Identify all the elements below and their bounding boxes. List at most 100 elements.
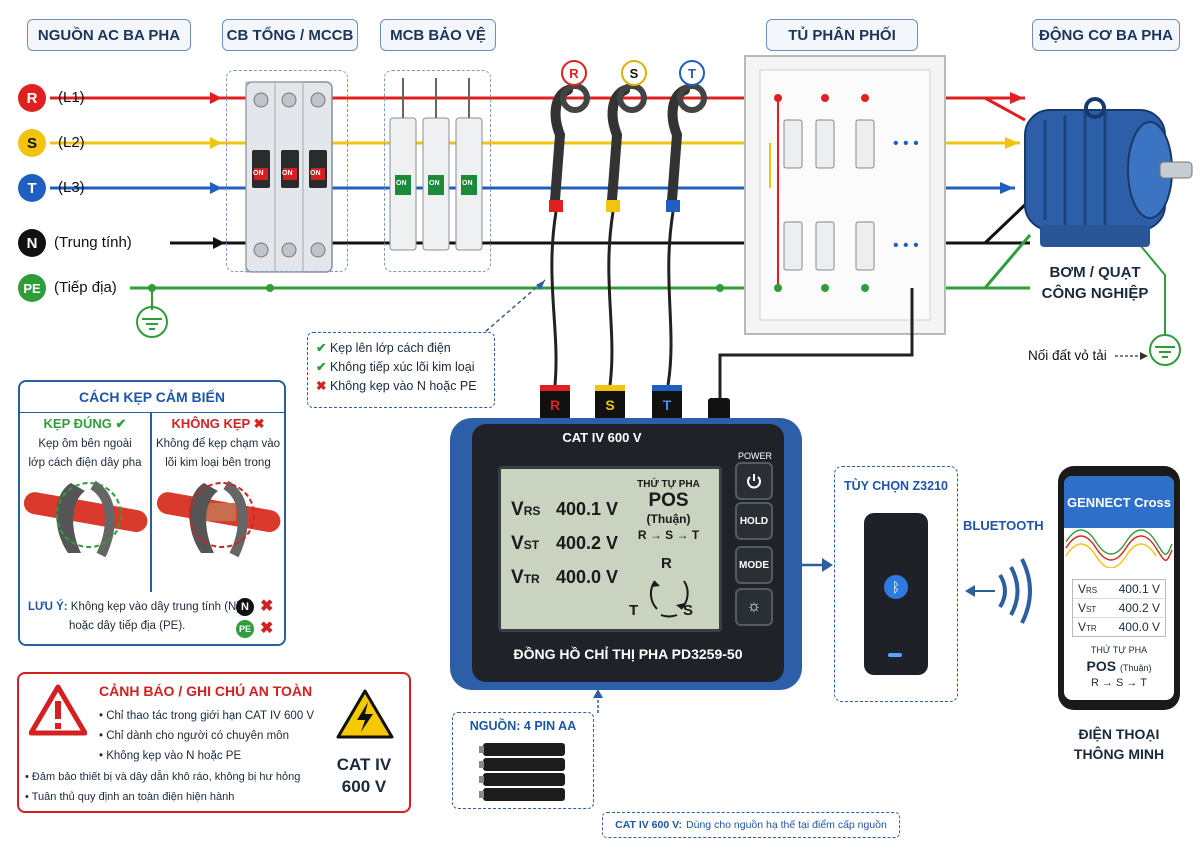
n-badge: N <box>236 598 254 616</box>
cat-rating: CAT IV 600 V <box>336 755 392 796</box>
clamp-method-note: LƯU Ý: Không kẹp vào dây trung tính (N) … <box>28 601 241 632</box>
waveform-chart <box>1065 529 1173 569</box>
clamp-note-item: ✔ Không tiếp xúc lõi kim loại <box>316 360 475 374</box>
correct-clamp-illustration <box>23 480 147 558</box>
mode-button[interactable]: MODE <box>735 546 773 584</box>
mcb-on-label: ON <box>429 180 440 187</box>
meter-name: ĐỒNG HỒ CHỈ THỊ PHA PD3259-50 <box>513 646 743 662</box>
clamp-note-item: ✔ Kẹp lên lớp cách điện <box>316 341 451 355</box>
distribution-panel: • • • • • • <box>148 55 946 335</box>
plug-s: S <box>595 385 625 421</box>
backlight-button[interactable]: ☼ <box>735 588 773 626</box>
header-mccb: CB TỔNG / MCCB <box>222 19 358 51</box>
phase-r-label: (L1) <box>58 89 85 106</box>
lcd-value-tr: 400.0 V <box>556 567 619 587</box>
clamp-r-badge: R <box>561 60 587 86</box>
mccb-on-label: ON <box>282 170 293 177</box>
lcd-value-rs: 400.1 V <box>556 499 619 519</box>
correct-section: KẸP ĐÚNG ✔ Kẹp ôm bên ngoài lớp cách điệ… <box>20 416 150 568</box>
phase-r-badge: R <box>18 84 46 112</box>
phase-t-label: (L3) <box>58 179 85 196</box>
power-button-label: POWER <box>737 451 772 461</box>
rotation-s: S <box>683 602 694 619</box>
cross-icon: ✖ <box>260 598 274 615</box>
header-motor: ĐỘNG CƠ BA PHA <box>1032 19 1180 51</box>
clamp-probes <box>549 83 707 386</box>
lcd-screen: VRS 400.1 V VST 400.2 V VTR 400.0 V THỨ … <box>498 466 722 632</box>
option-module-box: TÙY CHỌN Z3210 ᛒ <box>834 466 958 702</box>
hold-button[interactable]: HOLD <box>735 502 773 540</box>
svg-text:• • •: • • • <box>893 237 919 254</box>
rotation-r: R <box>661 555 672 572</box>
plug-r: R <box>540 385 570 421</box>
wrong-section: KHÔNG KẸP ✖ Không để kẹp chạm vào lõi ki… <box>152 416 284 568</box>
lcd-value-st: 400.2 V <box>556 533 619 553</box>
phase-n-badge: N <box>18 229 46 257</box>
smartphone: GENNECT Cross VRS 400.1 V VST 400.2 V VT… <box>1058 466 1180 710</box>
phone-readings: VRS 400.1 V VST 400.2 V VTR 400.0 V <box>1072 579 1166 637</box>
header-distribution-panel: TỦ PHÂN PHỐI <box>766 19 918 51</box>
rotation-icon <box>649 580 689 618</box>
phase-s-badge: S <box>18 129 46 157</box>
check-icon: ✔ <box>115 416 127 431</box>
cat-footnote: CAT IV 600 V: Dùng cho nguồn hạ thế tại … <box>602 812 900 838</box>
mcb-on-label: ON <box>462 180 473 187</box>
lcd-reading-rs: VRS <box>511 499 541 520</box>
mccb-on-label: ON <box>253 170 264 177</box>
ground-note: Nối đất vỏ tải <box>1028 348 1107 363</box>
safety-warning-panel: CẢNH BÁO / GHI CHÚ AN TOÀN • Chỉ thao tá… <box>17 672 411 813</box>
bluetooth-label: BLUETOOTH <box>963 518 1044 533</box>
app-header: GENNECT Cross <box>1064 476 1174 528</box>
clamp-notes-box: ✔ Kẹp lên lớp cách điện ✔ Không tiếp xúc… <box>307 332 495 408</box>
mcb-frame <box>384 70 491 272</box>
mccb-on-label: ON <box>310 170 321 177</box>
phase-pe-label: (Tiếp địa) <box>54 279 117 296</box>
power-button[interactable] <box>735 462 773 500</box>
phone-screen: GENNECT Cross VRS 400.1 V VST 400.2 V VT… <box>1064 476 1174 700</box>
clamp-t-badge: T <box>679 60 705 86</box>
header-ac-source: NGUỒN AC BA PHA <box>27 19 191 51</box>
pe-badge: PE <box>236 620 254 638</box>
clamp-note-item: ✖ Không kẹp vào N hoặc PE <box>316 379 477 393</box>
mccb-breaker <box>245 81 333 273</box>
phone-label: ĐIỆN THOẠI THÔNG MINH <box>1073 726 1165 762</box>
motor-icon <box>1024 97 1193 247</box>
power-icon <box>747 474 761 489</box>
rotation-t: T <box>629 602 639 619</box>
wrong-clamp-illustration <box>156 480 280 558</box>
lcd-phase-sequence: THỨ TỰ PHA POS (Thuận) R → S → T <box>637 479 700 542</box>
warning-title: CẢNH BÁO / GHI CHÚ AN TOÀN <box>99 683 313 699</box>
phone-phase-sequence: THỨ TỰ PHA POS (Thuận) R → S → T <box>1086 645 1152 689</box>
bluetooth-module: ᛒ <box>864 513 928 675</box>
phase-n-label: (Trung tính) <box>54 234 132 251</box>
clamp-s-badge: S <box>621 60 647 86</box>
battery-box: NGUỒN: 4 PIN AA <box>452 712 594 809</box>
mcb-on-label: ON <box>396 180 407 187</box>
battery-icon <box>479 743 565 801</box>
warning-list: • Chỉ thao tác trong giới hạn CAT IV 600… <box>99 710 315 762</box>
warning-list-wide: • Đảm bảo thiết bị và dây dẫn khô ráo, k… <box>25 771 301 803</box>
warning-triangle-icon <box>29 684 87 736</box>
svg-text:• • •: • • • <box>893 135 919 152</box>
phase-t-badge: T <box>18 174 46 202</box>
cross-icon: ✖ <box>253 416 265 431</box>
cross-icon: ✖ <box>260 620 274 637</box>
phase-meter-device: CAT IV 600 V VRS 400.1 V VST 400.2 V VTR… <box>450 418 802 690</box>
clamp-method-panel: CÁCH KẸP CẢM BIẾN KẸP ĐÚNG ✔ Kẹp ôm bên … <box>18 380 286 646</box>
battery-label: NGUỒN: 4 PIN AA <box>469 719 577 733</box>
bluetooth-icon: ᛒ <box>884 575 908 599</box>
option-label: TÙY CHỌN Z3210 <box>844 479 948 493</box>
clamp-method-title: CÁCH KẸP CẢM BIẾN <box>20 382 284 413</box>
phase-s-label: (L2) <box>58 134 85 151</box>
ground-plug <box>708 398 730 423</box>
mcb-breakers <box>389 78 483 251</box>
lcd-reading-st: VST <box>511 533 540 554</box>
mccb-frame <box>226 70 348 272</box>
high-voltage-icon <box>336 689 394 739</box>
meter-cat-label: CAT IV 600 V <box>562 430 642 445</box>
phase-pe-badge: PE <box>18 274 46 302</box>
header-mcb: MCB BẢO VỆ <box>380 19 496 51</box>
lcd-reading-tr: VTR <box>511 567 540 588</box>
plug-t: T <box>652 385 682 421</box>
